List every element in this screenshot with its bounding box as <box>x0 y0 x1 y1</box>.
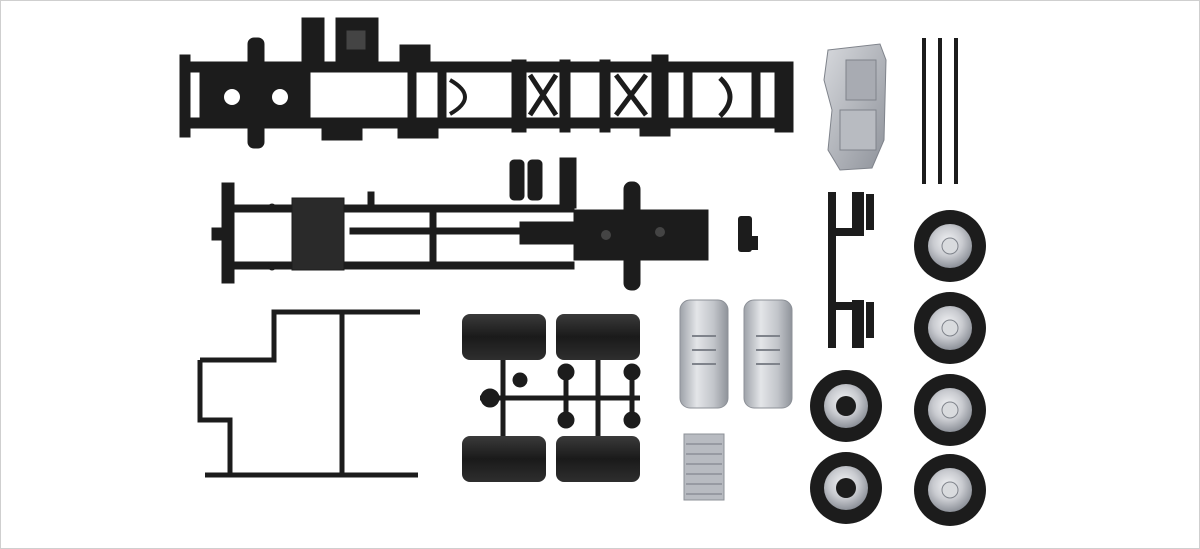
step-plate <box>683 433 725 501</box>
wheel <box>810 452 882 524</box>
axle-tire-sprue <box>462 314 641 482</box>
frame-outline-sprue <box>197 309 420 478</box>
wheel <box>914 292 986 364</box>
wheels <box>810 210 986 526</box>
engine-block <box>823 43 887 171</box>
axle-rods <box>922 38 958 184</box>
bracket-sprue <box>828 192 874 348</box>
wheel <box>914 454 986 526</box>
secondary-chassis-frame <box>211 157 709 291</box>
wheel <box>914 210 986 282</box>
fuel-tank <box>679 299 729 409</box>
fuel-tank-right <box>743 299 793 409</box>
small-bracket <box>738 216 758 252</box>
wheel <box>914 374 986 446</box>
wheel <box>810 370 882 442</box>
main-chassis-frame <box>179 17 794 149</box>
